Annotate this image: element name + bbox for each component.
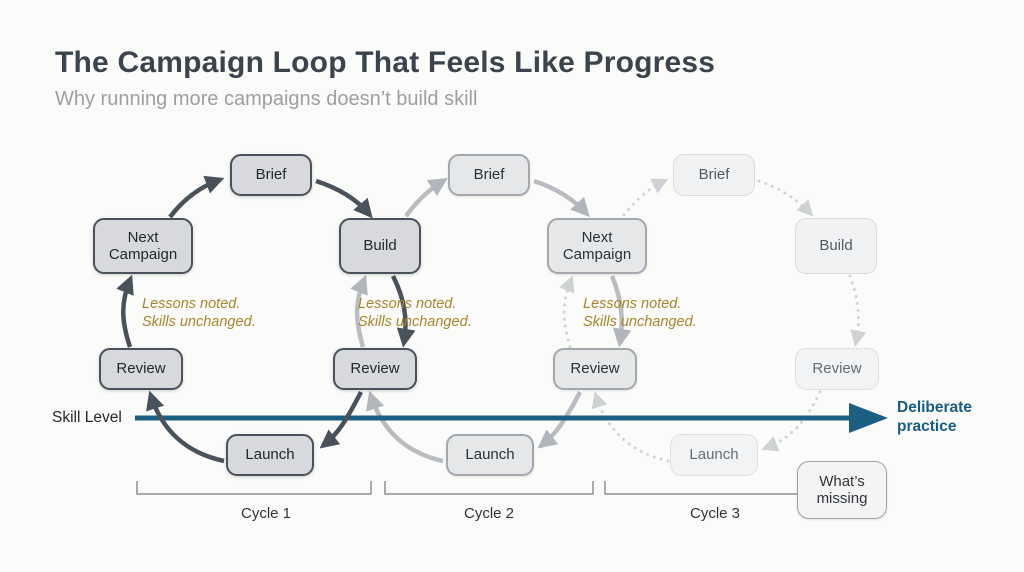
node-launch-cycle2: Launch (446, 434, 534, 476)
node-brief-cycle3: Brief (673, 154, 755, 196)
lessons-note-cycle1: Lessons noted. Skills unchanged. (142, 296, 256, 330)
node-launch-cycle1: Launch (226, 434, 314, 476)
node-review-cycle1-left: Review (99, 348, 183, 390)
cycle2-label: Cycle 2 (463, 505, 515, 522)
skill-level-label: Skill Level (52, 409, 122, 426)
node-build-cycle1: Build (339, 218, 421, 274)
lessons-note-cycle3: Lessons noted. Skills unchanged. (583, 296, 697, 330)
node-review-cycle3: Review (795, 348, 879, 390)
page-title: The Campaign Loop That Feels Like Progre… (55, 46, 716, 79)
deliberate-practice-label: Deliberate practice (897, 399, 972, 435)
cycle1-label: Cycle 1 (240, 505, 292, 522)
node-review-cycle1-right: Review (333, 348, 417, 390)
node-next-campaign-cycle2: Next Campaign (547, 218, 647, 274)
cycle3-label: Cycle 3 (689, 505, 741, 522)
skill-level-arrow (135, 403, 888, 433)
node-review-cycle2: Review (553, 348, 637, 390)
node-brief-cycle2: Brief (448, 154, 530, 196)
page-subtitle: Why running more campaigns doesn’t build… (55, 88, 478, 110)
cycle-brackets (136, 481, 797, 495)
node-next-campaign-cycle1: Next Campaign (93, 218, 193, 274)
node-build-cycle3: Build (795, 218, 877, 274)
node-brief-cycle1: Brief (230, 154, 312, 196)
node-launch-cycle3: Launch (670, 434, 758, 476)
lessons-note-cycle2: Lessons noted. Skills unchanged. (358, 296, 472, 330)
whats-missing-callout: What’s missing (797, 461, 887, 519)
